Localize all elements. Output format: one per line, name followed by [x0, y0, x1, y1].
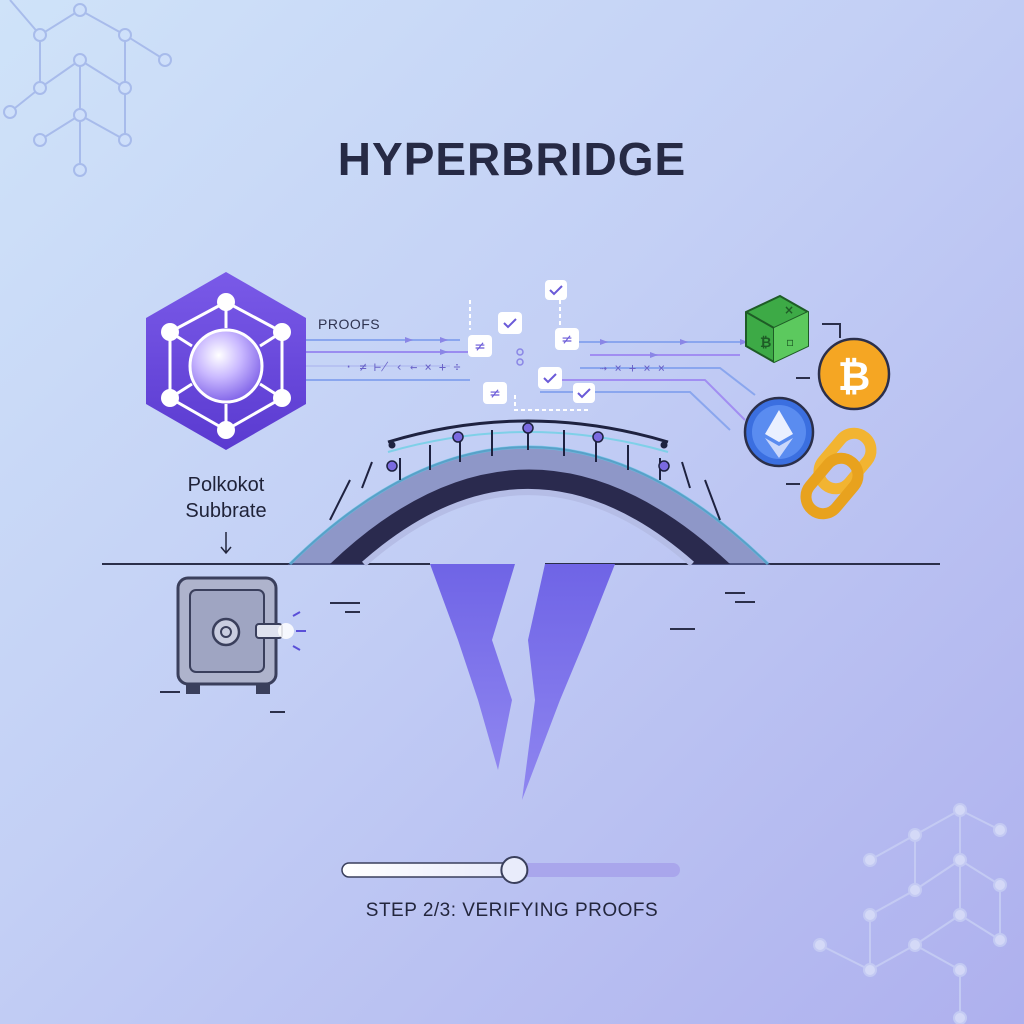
bridge — [287, 419, 771, 567]
svg-text:≠: ≠ — [474, 339, 486, 355]
svg-text:₿: ₿ — [838, 354, 871, 400]
vault-icon — [176, 576, 306, 694]
proof-chips: ≠ ≠ ≠ — [468, 280, 595, 404]
ground-dashes — [160, 592, 755, 713]
svg-text:×: × — [784, 303, 794, 317]
svg-text:₿: ₿ — [760, 335, 771, 351]
not-equal-chip: ≠ — [468, 335, 492, 357]
svg-text:≠: ≠ — [489, 386, 501, 402]
bitcoin-icon: ₿ — [817, 337, 891, 411]
checkmark-icon — [498, 312, 522, 334]
user-node-icon — [516, 348, 524, 366]
flow-arrows — [405, 337, 748, 358]
flow-glyphs: · ≠ ⊬ ‹ ← × + ÷ ⇢ × + × × — [345, 360, 665, 375]
svg-text:⇢ × + × ×: ⇢ × + × × — [600, 361, 665, 375]
step-status: STEP 2/3: VERIFYING PROOFS — [365, 900, 659, 921]
checkmark-icon — [545, 280, 567, 300]
page-title: HYPERBRIDGE — [337, 133, 687, 185]
svg-text:· ≠ ⊬ ‹ ← × + ÷: · ≠ ⊬ ‹ ← × + ÷ — [345, 360, 461, 374]
chasm — [430, 564, 615, 800]
chain-link-icon — [800, 427, 877, 520]
down-arrow-icon — [220, 532, 232, 555]
not-equal-chip: ≠ — [555, 328, 579, 350]
checkmark-icon — [538, 367, 562, 389]
progress-knob — [500, 856, 529, 884]
source-node-line2: Subbrate — [185, 500, 267, 522]
bracket-decoration — [786, 323, 841, 485]
progress-fill — [341, 862, 516, 878]
network-decoration-bottom-right — [813, 803, 1007, 1024]
ethereum-icon — [743, 396, 815, 468]
svg-text:▫: ▫ — [786, 335, 794, 349]
progress-slider[interactable] — [341, 856, 680, 884]
proofs-label: PROOFS — [318, 316, 381, 332]
source-node-line1: Polkokot — [187, 474, 265, 496]
source-node-caption: Polkokot Subbrate — [146, 472, 306, 524]
polkadot-hexagon-icon — [146, 272, 306, 450]
svg-text:≠: ≠ — [561, 332, 573, 348]
green-cube-icon: ₿ × ▫ — [745, 294, 809, 364]
checkmark-icon — [573, 383, 595, 403]
network-decoration-top-left — [3, 0, 172, 177]
not-equal-chip: ≠ — [483, 382, 507, 404]
